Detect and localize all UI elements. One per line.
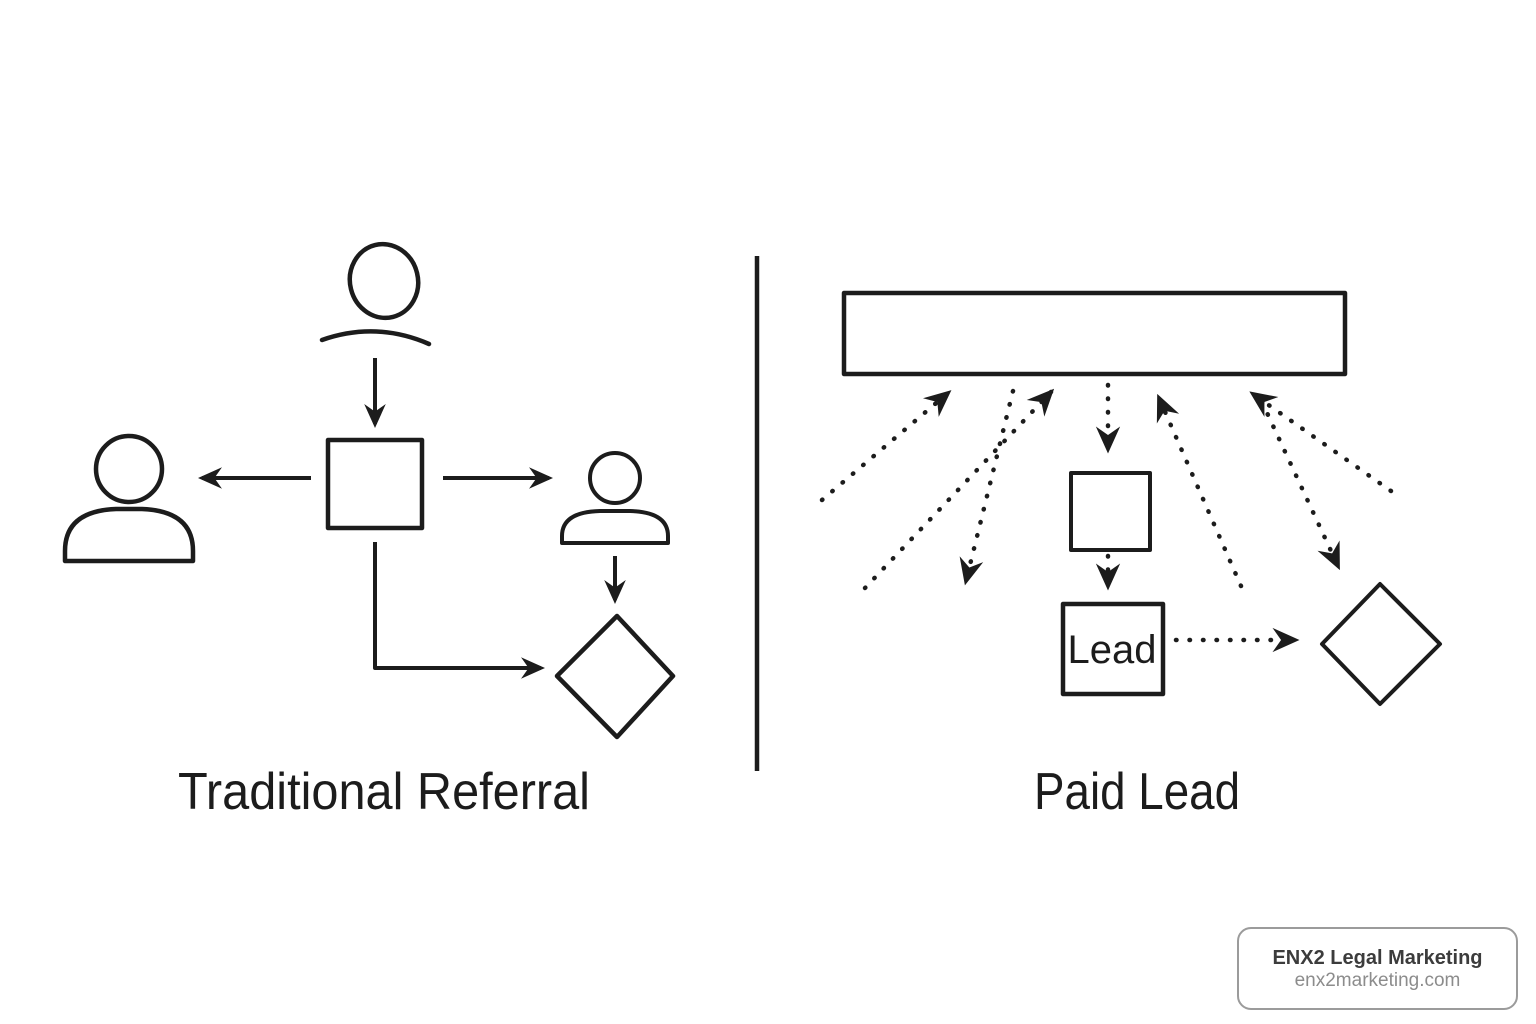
dotted-arrow-in-2 <box>862 388 1055 591</box>
person-icon <box>62 433 196 564</box>
person-icon <box>560 451 670 545</box>
capture-box <box>1069 471 1152 552</box>
ad-banner-box <box>841 290 1348 377</box>
dotted-arrows <box>819 388 1394 591</box>
person-icon <box>319 241 432 347</box>
left-diagram-title: Traditional Referral <box>178 763 590 821</box>
dotted-arrow-in-4 <box>1249 391 1394 494</box>
dotted-arrow-out-2 <box>1259 399 1341 571</box>
lead-box-label: Lead <box>1068 628 1157 672</box>
lead-box <box>1060 601 1166 697</box>
paid-lead-group: Lead Paid Lead <box>819 290 1442 821</box>
watermark-card: ENX2 Legal Marketing enx2marketing.com <box>1237 927 1518 1010</box>
elbow-arrow-to-diamond <box>373 542 545 679</box>
traditional-referral-group: Traditional Referral <box>62 241 676 821</box>
referral-box <box>325 437 425 531</box>
diamond-outcome <box>1320 582 1442 706</box>
watermark-company-name: ENX2 Legal Marketing <box>1272 946 1483 969</box>
right-diagram-title: Paid Lead <box>1034 763 1240 821</box>
diamond-outcome <box>554 613 676 740</box>
dotted-arrow-out-1 <box>959 388 1016 586</box>
watermark-website: enx2marketing.com <box>1294 969 1461 991</box>
dotted-arrow-in-1 <box>819 390 952 503</box>
dotted-arrow-in-3 <box>1156 393 1244 589</box>
